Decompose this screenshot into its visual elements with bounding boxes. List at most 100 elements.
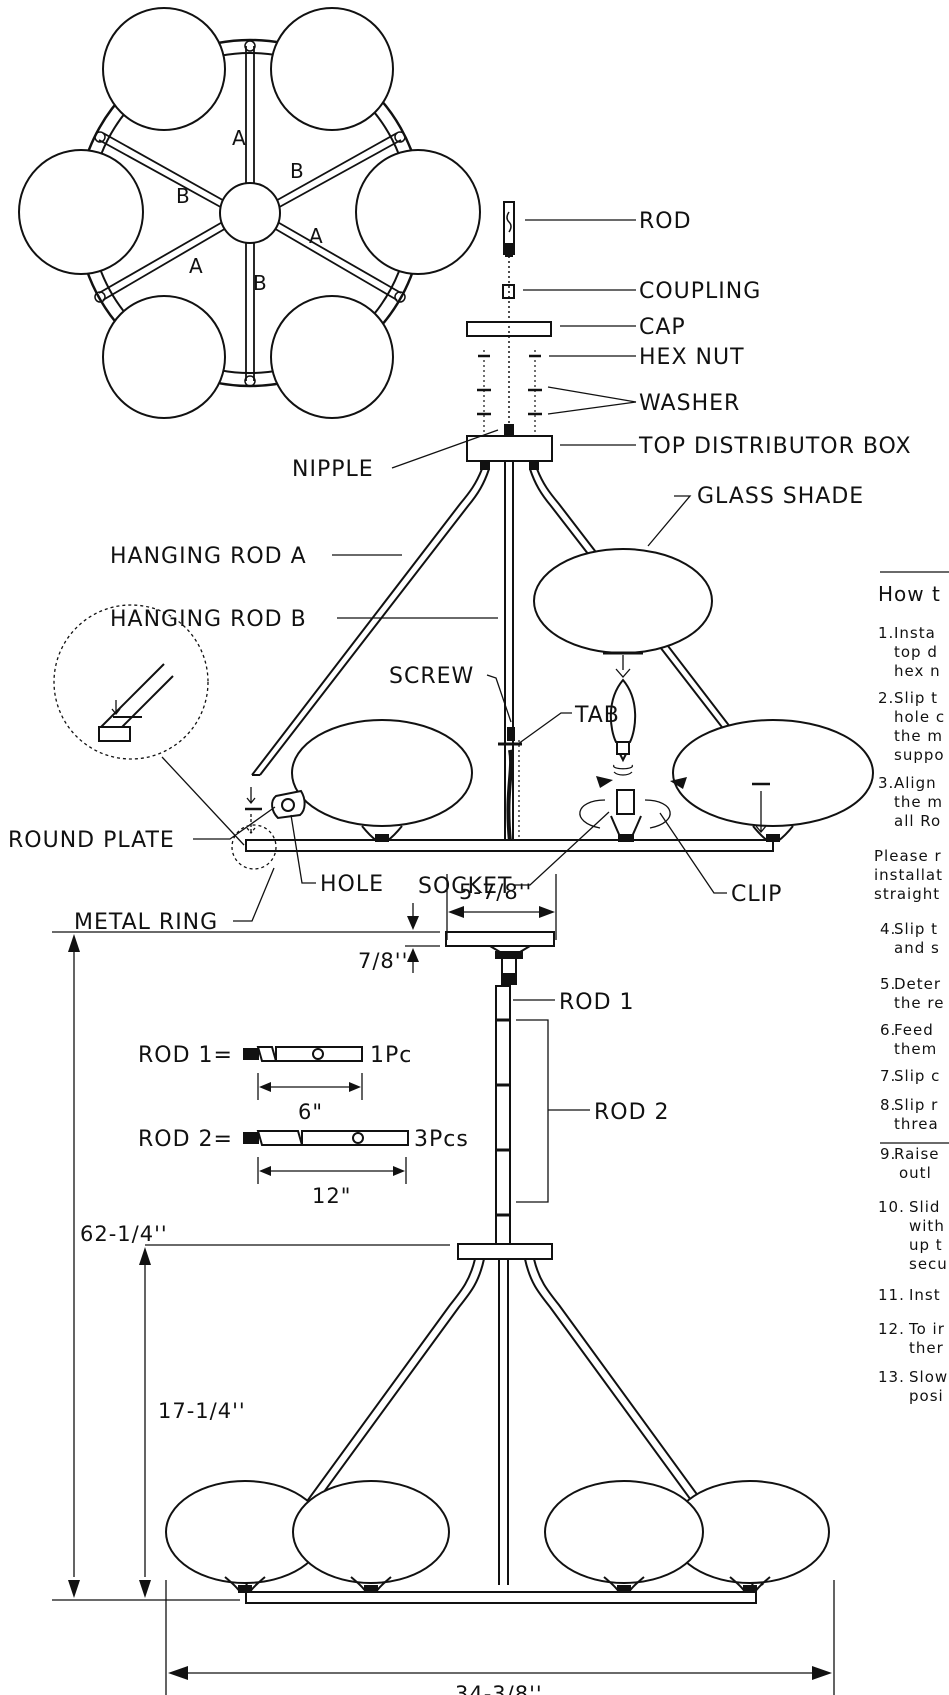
dimension-view — [165, 931, 830, 1604]
distributor-box-dim — [457, 1243, 553, 1260]
svg-text:2.: 2. — [878, 689, 894, 707]
top-distributor-box — [466, 435, 553, 462]
svg-text:13.: 13. — [878, 1368, 905, 1386]
svg-text:9.: 9. — [880, 1145, 896, 1163]
svg-text:the re: the re — [894, 994, 944, 1012]
svg-text:To ir: To ir — [908, 1320, 945, 1338]
shade-holders — [361, 651, 794, 842]
metal-ring-callout — [231, 824, 277, 870]
svg-text:the m: the m — [894, 793, 943, 811]
rod-thread — [505, 243, 513, 257]
svg-text:up t: up t — [909, 1236, 943, 1254]
svg-text:and s: and s — [894, 939, 940, 957]
svg-text:Slip r: Slip r — [894, 1096, 938, 1114]
svg-text:3.: 3. — [878, 774, 894, 792]
screw-holes — [94, 40, 406, 387]
step-2: 2. Slip t hole c the m suppo — [878, 689, 945, 764]
svg-text:Slid: Slid — [909, 1198, 940, 1216]
svg-text:11.: 11. — [878, 1286, 905, 1304]
label-screw: SCREW — [389, 664, 474, 689]
step-9: 9. Raise outl — [880, 1145, 940, 1182]
fixture-leaders — [193, 495, 727, 922]
svg-text:installat: installat — [874, 866, 943, 884]
dim-width-top: 5-7/8'' — [459, 880, 532, 904]
label-washer: WASHER — [639, 391, 740, 416]
label-top-distributor-box: TOP DISTRIBUTOR BOX — [638, 434, 912, 459]
shade-circle-top-view — [18, 7, 481, 419]
label-socket: SOCKET — [418, 874, 512, 899]
svg-text:1.: 1. — [878, 624, 894, 642]
round-plate-part — [245, 787, 306, 835]
svg-text:Raise: Raise — [894, 1145, 940, 1163]
svg-text:5.: 5. — [880, 975, 896, 993]
svg-text:the m: the m — [894, 727, 943, 745]
svg-text:Inst: Inst — [909, 1286, 941, 1304]
shade-cups — [224, 1576, 771, 1593]
label-hanging-rod-a: HANGING ROD A — [110, 544, 307, 569]
arm-label-b-right: B — [290, 159, 304, 183]
label-rod2: ROD 2 — [594, 1100, 670, 1125]
rod1-length: 6" — [298, 1100, 323, 1124]
step-3: 3. Align the m all Ro — [878, 774, 943, 830]
bulb-part — [609, 655, 637, 763]
arm-label-b-left: B — [176, 184, 190, 208]
dimension-arrows — [68, 906, 832, 1680]
exploded-parts — [466, 201, 553, 470]
svg-text:7.: 7. — [880, 1067, 896, 1085]
cap-part — [466, 321, 552, 337]
svg-text:Feed: Feed — [894, 1021, 934, 1039]
rod2-length: 12" — [312, 1184, 351, 1208]
svg-text:Slip t: Slip t — [894, 920, 938, 938]
dim-cap-height: 7/8'' — [358, 949, 408, 973]
svg-text:ther: ther — [909, 1339, 944, 1357]
svg-text:Slip c: Slip c — [894, 1067, 940, 1085]
svg-text:them: them — [894, 1040, 937, 1058]
step-11: 11. Inst — [878, 1286, 941, 1304]
arm-lines-top-view — [98, 46, 402, 381]
dim-overall-width: 34-3/8'' — [455, 1682, 543, 1695]
clip-arrow-right — [644, 799, 671, 829]
label-rod1: ROD 1 — [559, 990, 635, 1015]
svg-text:Deter: Deter — [894, 975, 941, 993]
rod-break-icon — [506, 211, 512, 233]
arm-label-a-right: A — [309, 224, 323, 248]
svg-text:Please r: Please r — [874, 847, 942, 865]
svg-text:posi: posi — [909, 1387, 944, 1405]
svg-text:with: with — [909, 1217, 945, 1235]
label-glass-shade: GLASS SHADE — [697, 484, 864, 509]
svg-text:Align: Align — [894, 774, 937, 792]
top-view: A B B A A B — [18, 7, 481, 419]
instructions-panel: How t 1. Insta top d hex n 2. Slip t hol… — [874, 582, 947, 1405]
screw-part — [507, 727, 515, 741]
rod-stack — [495, 985, 511, 1245]
rod2-qty: 3Pcs — [414, 1127, 469, 1152]
part-leaders — [391, 219, 637, 469]
fixture-assembly — [53, 461, 874, 870]
svg-text:threa: threa — [894, 1115, 939, 1133]
step-10: 10. Slid with up t secu — [878, 1198, 947, 1273]
label-hex-nut: HEX NUT — [639, 345, 745, 370]
arm-label-a-left: A — [189, 254, 203, 278]
wire — [506, 749, 514, 843]
label-clip: CLIP — [731, 882, 782, 907]
svg-text:4.: 4. — [880, 920, 896, 938]
step-12: 12. To ir ther — [878, 1320, 945, 1357]
hanging-rod-a — [251, 468, 483, 776]
dim-body-height: 17-1/4'' — [158, 1399, 246, 1423]
step-4: 4. Slip t and s — [880, 920, 940, 957]
svg-text:Slip t: Slip t — [894, 689, 938, 707]
hub-circle — [219, 182, 281, 244]
svg-text:outl: outl — [899, 1164, 932, 1182]
socket-part — [616, 789, 635, 815]
svg-text:all Ro: all Ro — [894, 812, 941, 830]
svg-text:hex n: hex n — [894, 662, 941, 680]
svg-text:hole c: hole c — [894, 708, 945, 726]
rod2-eq: ROD 2= — [138, 1127, 233, 1152]
label-cap: CAP — [639, 315, 686, 340]
coupling-part — [502, 284, 515, 299]
rod1-piece — [243, 1046, 363, 1062]
clip-arrow-left — [579, 799, 606, 829]
install-note: Please r installat straight — [874, 847, 943, 903]
svg-text:8.: 8. — [880, 1096, 896, 1114]
